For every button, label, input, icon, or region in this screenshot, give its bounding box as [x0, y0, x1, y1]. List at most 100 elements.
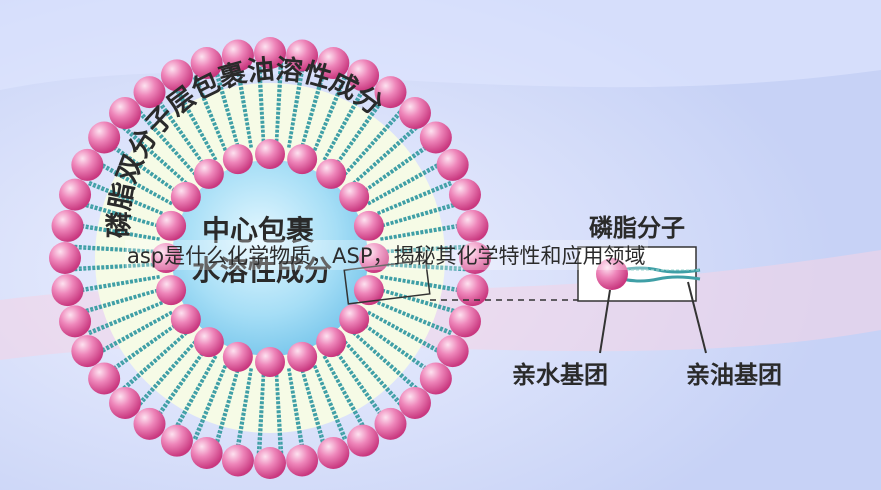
lipid-tail [343, 341, 401, 406]
lipid-tail [287, 64, 303, 148]
lipid-tail [373, 183, 452, 217]
lipid-tail [139, 341, 197, 406]
lipid-tail [380, 275, 464, 291]
lipid-tail [156, 96, 207, 167]
lipid-tail [377, 203, 459, 229]
lipid-tail [156, 349, 207, 420]
lipid-tail [361, 321, 432, 372]
inner-lipid-head [170, 304, 201, 335]
lipid-tail [334, 98, 386, 168]
inner-lipid-head [339, 304, 370, 335]
lipid-tail [299, 365, 325, 447]
lipid-tail [108, 144, 179, 195]
outer-lipid-head [459, 242, 491, 274]
lipid-tail [287, 368, 303, 452]
inner-head-ring [151, 139, 389, 377]
outer-lipid-head [71, 335, 104, 368]
inner-lipid-head [193, 327, 224, 358]
lipid-tail [323, 355, 367, 430]
lipid-tail [213, 365, 240, 447]
lipid-tail [372, 300, 452, 336]
outer-lipid-head [190, 47, 223, 80]
outer-lipid-head [286, 444, 319, 477]
outer-lipid-head [347, 424, 380, 457]
lipid-tail [88, 299, 167, 333]
lipid-tail [76, 275, 160, 291]
lipid-tail [360, 142, 430, 194]
lipid-tail [299, 69, 325, 151]
outer-lipid-head [254, 447, 286, 479]
lipid-tail [367, 161, 442, 205]
outer-lipid-head [59, 178, 92, 211]
lipid-tail [175, 355, 218, 431]
lipid-tail [322, 355, 365, 431]
outer-lipid-head [88, 121, 121, 154]
outer-lipid-head [71, 148, 104, 181]
lipid-tail [377, 201, 459, 228]
lipophilic-pointer [687, 281, 707, 354]
lipid-tail [322, 85, 365, 161]
lipid-tail [275, 62, 284, 147]
inner-lipid-head [151, 243, 181, 273]
inner-lipid-head [255, 347, 285, 377]
lipid-tail [360, 322, 430, 374]
outer-lipid-head [419, 362, 452, 395]
lipid-tail [352, 125, 417, 184]
outer-lipid-head [448, 305, 481, 338]
lipid-tail [195, 76, 229, 155]
outer-lipid-head [160, 424, 193, 457]
lipid-tail [274, 369, 281, 454]
lipid-tail [81, 288, 163, 315]
lipid-tail [333, 96, 384, 167]
lipid-tail [173, 355, 217, 430]
lipid-tail [81, 203, 163, 229]
lipid-tail [74, 244, 159, 253]
lipid-tail [352, 332, 417, 391]
lipid-tail [234, 368, 252, 452]
lipid-tail [300, 69, 327, 151]
lipid-tail [97, 310, 173, 353]
lipid-tail [380, 225, 464, 241]
core-label-line2: 水溶性成分 [192, 254, 332, 287]
lipid-tail [377, 288, 459, 315]
outer-lipid-head [374, 407, 407, 440]
inner-lipid-head [287, 144, 318, 175]
outer-lipid-head [59, 305, 92, 338]
outer-lipid-head [374, 76, 407, 109]
lipid-tail [367, 163, 443, 206]
hydrophilic-pointer [599, 289, 611, 354]
outer-lipid-head [398, 386, 431, 419]
inner-lipid-head [353, 210, 384, 241]
lipid-tail [122, 331, 187, 389]
lipid-tail [367, 310, 443, 353]
lipid-tail [353, 127, 418, 185]
lipid-tail [377, 287, 459, 313]
lipid-tail [361, 144, 432, 195]
lipid-tail [381, 263, 466, 272]
outer-lipid-head [160, 59, 193, 92]
lipid-tail [367, 311, 442, 355]
lipid-tail [381, 244, 466, 253]
outer-lipid-head [419, 121, 452, 154]
lipid-tail [380, 222, 464, 240]
lipid-tail [88, 180, 168, 216]
outer-lipid-head [221, 39, 254, 72]
lipid-tail [380, 276, 464, 294]
molecule-title: 磷脂分子 [589, 214, 685, 242]
hydrophilic-label: 亲水基团 [512, 361, 608, 389]
lipid-tail [76, 276, 160, 294]
molecule-highlight-box [343, 259, 431, 305]
lipid-tail [343, 110, 401, 175]
lipid-tail [312, 76, 348, 156]
lipid-tail [334, 348, 386, 418]
inner-lipid-head [222, 341, 253, 372]
lipid-tail [312, 360, 348, 440]
lipid-tail [311, 76, 345, 155]
outer-lipid-head [51, 274, 84, 307]
outer-lipid-head [286, 39, 319, 72]
lipid-tail [123, 125, 188, 184]
molecule-tails [621, 266, 701, 283]
lipid-tail [192, 76, 228, 156]
lipid-tail [237, 64, 253, 148]
